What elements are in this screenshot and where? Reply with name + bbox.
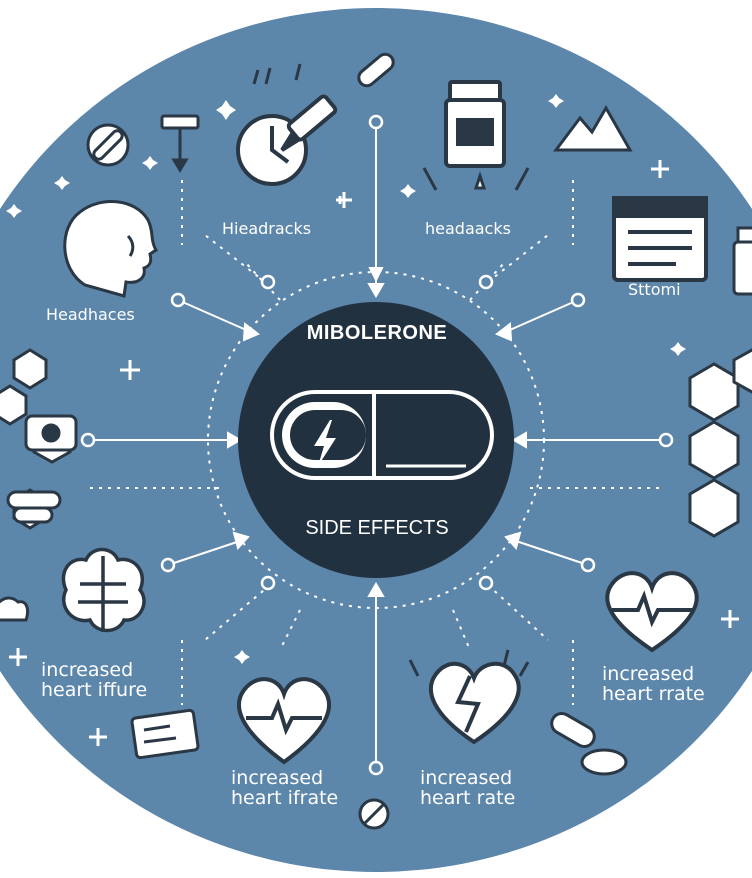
pills-icon xyxy=(6,490,62,524)
center-title: MIBOLERONE xyxy=(306,322,448,344)
brain-icon xyxy=(61,547,146,633)
capsule-pill-icon xyxy=(270,390,494,480)
dashed-spokes xyxy=(90,180,660,705)
clock-pen-icon xyxy=(236,63,338,186)
label-line: increased xyxy=(41,659,134,681)
pill-badge-icon xyxy=(86,123,130,167)
label-right: Sttomi xyxy=(628,280,681,299)
pill-bottle-icon xyxy=(422,80,530,191)
label-left: Headhaces xyxy=(46,305,135,324)
mountain-icon xyxy=(553,105,633,152)
hexagon-molecule-icon xyxy=(688,348,752,538)
capsule-icon xyxy=(550,712,628,776)
bottle-icon xyxy=(732,226,752,296)
center-subtitle: SIDE EFFECTS xyxy=(305,517,449,539)
label-line: heart ifrate xyxy=(231,786,339,809)
label-bottom-center-left: increased heart ifrate xyxy=(231,767,339,809)
label-line: heart iffure xyxy=(41,678,148,701)
label-line: increased xyxy=(231,767,324,789)
label-bottom-left: increased heart iffure xyxy=(41,659,148,701)
calendar-icon xyxy=(612,196,708,282)
id-card-icon xyxy=(130,708,200,760)
label-line: heart rate xyxy=(420,786,516,809)
label-bottom-right: increased heart rrate xyxy=(602,663,705,705)
heart-pulse-icon xyxy=(237,677,331,765)
syringe-icon xyxy=(160,114,200,173)
decor-sparkles xyxy=(6,94,739,746)
label-top-right: headaacks xyxy=(425,219,511,238)
heart-pulse-icon xyxy=(605,571,699,653)
cloud-icon xyxy=(0,596,30,622)
solid-connectors xyxy=(80,114,674,776)
eye-icon xyxy=(24,414,78,452)
broken-heart-icon xyxy=(408,649,530,745)
no-entry-icon xyxy=(358,798,390,830)
small-capsule-icon xyxy=(357,52,395,88)
head-profile-icon xyxy=(63,200,159,298)
label-top-left: Hieadracks xyxy=(222,219,312,238)
label-line: increased xyxy=(602,663,695,685)
label-line: heart rrate xyxy=(602,682,705,705)
label-bottom-center-right: increased heart rate xyxy=(420,767,516,809)
label-line: increased xyxy=(420,767,513,789)
